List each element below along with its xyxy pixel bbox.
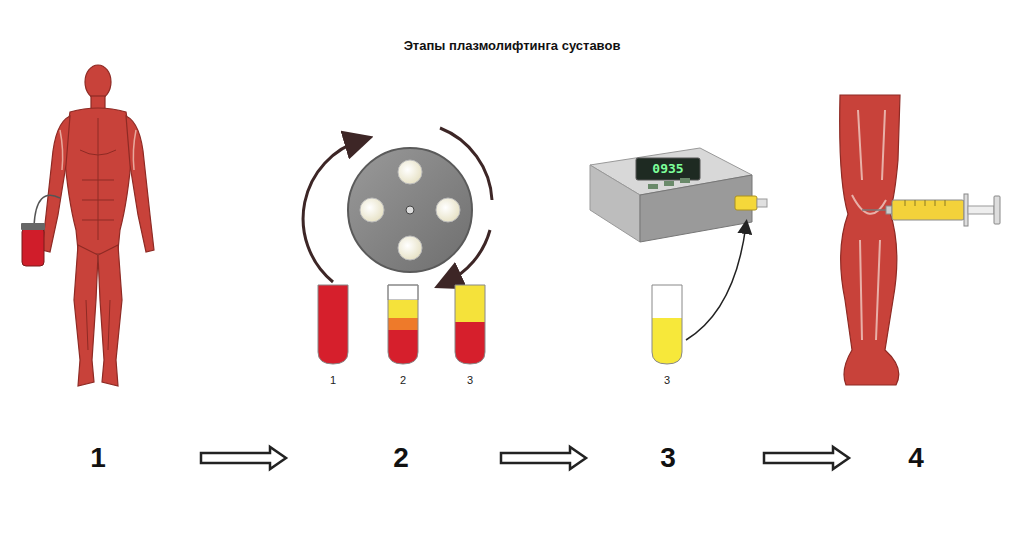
step-number: 2	[393, 443, 409, 474]
test-tubes	[318, 285, 485, 364]
leg	[840, 95, 900, 385]
tube-number: 3	[664, 374, 670, 386]
blood-tube	[21, 195, 60, 266]
step-number: 3	[660, 443, 676, 474]
tube-number: 2	[400, 374, 406, 386]
plasma-device	[590, 148, 767, 242]
syringe	[862, 194, 1000, 226]
tube-number: 3	[467, 374, 473, 386]
rotation-arrows	[303, 128, 492, 283]
diagram-title: Этапы плазмолифтинга суставов	[404, 39, 621, 53]
device-display: 0935	[652, 162, 683, 176]
centrifuge-rotor	[348, 148, 472, 272]
human-figure	[42, 65, 154, 386]
tube-number: 1	[330, 374, 336, 386]
step-number: 1	[90, 443, 106, 474]
plasma-tube	[652, 225, 746, 364]
step-number: 4	[908, 443, 924, 474]
step-arrows	[201, 447, 849, 469]
